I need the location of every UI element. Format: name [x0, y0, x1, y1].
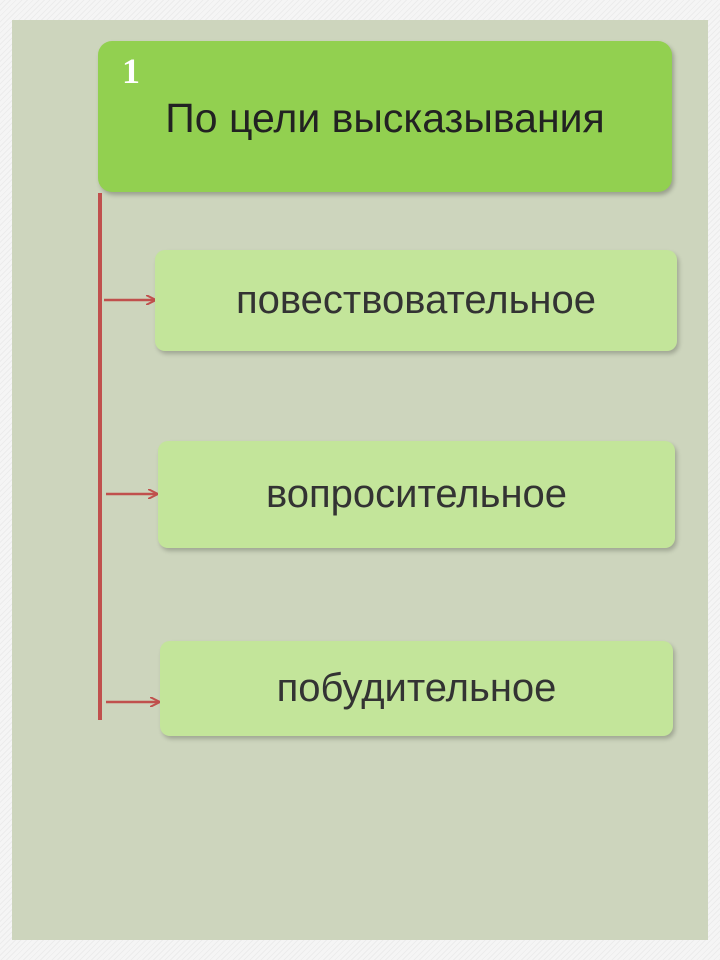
item-box-imperative: побудительное — [160, 641, 673, 736]
item-label: повествовательное — [235, 278, 597, 322]
item-label: побудительное — [276, 666, 557, 710]
diagram-panel: 1 По цели высказывания повествовательное… — [12, 20, 708, 940]
category-title: По цели высказывания — [165, 95, 605, 141]
category-header: 1 По цели высказывания — [98, 41, 672, 192]
item-box-interrogative: вопросительное — [158, 441, 675, 548]
category-number: 1 — [122, 51, 140, 91]
connector-lines — [98, 193, 708, 720]
item-box-declarative: повествовательное — [155, 250, 677, 351]
item-label: вопросительное — [265, 472, 568, 516]
